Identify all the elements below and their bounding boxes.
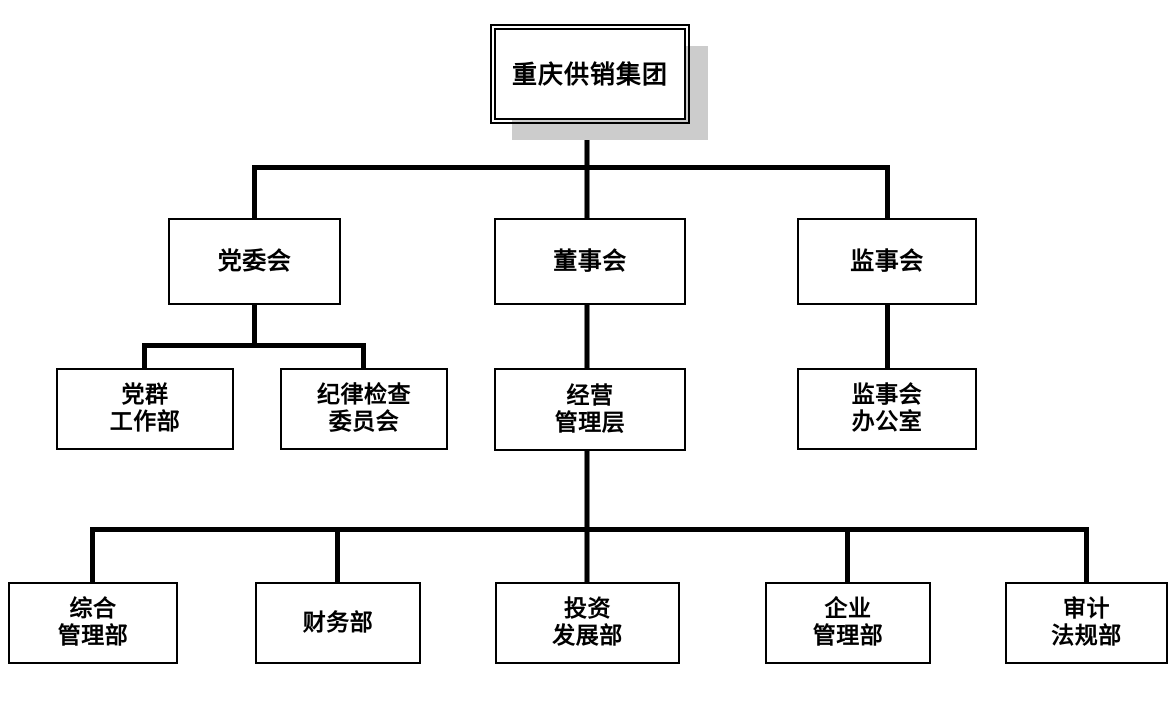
node-finance[interactable]: 财务部 [255, 582, 421, 664]
node-board-of-directors[interactable]: 董事会 [494, 218, 686, 305]
node-party-mass-work-label: 党群 工作部 [109, 382, 181, 435]
node-enterprise-mgmt-label: 企业 管理部 [812, 596, 884, 649]
node-finance-label: 财务部 [302, 609, 374, 636]
node-management-label: 经营 管理层 [554, 382, 626, 436]
node-party-committee-label: 党委会 [217, 246, 292, 275]
node-investment-dev[interactable]: 投资 发展部 [495, 582, 680, 664]
node-enterprise-mgmt[interactable]: 企业 管理部 [765, 582, 931, 664]
node-management[interactable]: 经营 管理层 [494, 368, 686, 451]
node-board-of-supervisors-label: 监事会 [850, 246, 924, 275]
node-party-committee[interactable]: 党委会 [168, 218, 341, 305]
node-supervisors-office-label: 监事会 办公室 [851, 382, 923, 435]
node-board-of-supervisors[interactable]: 监事会 [797, 218, 977, 305]
node-discipline-inspection[interactable]: 纪律检查 委员会 [280, 368, 448, 450]
node-root-label: 重庆供销集团 [511, 59, 668, 89]
node-discipline-inspection-label: 纪律检查 委员会 [317, 382, 411, 435]
node-party-mass-work[interactable]: 党群 工作部 [56, 368, 234, 450]
node-board-of-directors-label: 董事会 [553, 246, 627, 275]
node-supervisors-office[interactable]: 监事会 办公室 [797, 368, 977, 450]
node-audit-legal[interactable]: 审计 法规部 [1005, 582, 1168, 664]
node-general-admin[interactable]: 综合 管理部 [8, 582, 178, 664]
node-general-admin-label: 综合 管理部 [57, 596, 129, 649]
node-root[interactable]: 重庆供销集团 [490, 24, 690, 124]
node-investment-dev-label: 投资 发展部 [552, 596, 623, 649]
node-audit-legal-label: 审计 法规部 [1051, 596, 1122, 649]
